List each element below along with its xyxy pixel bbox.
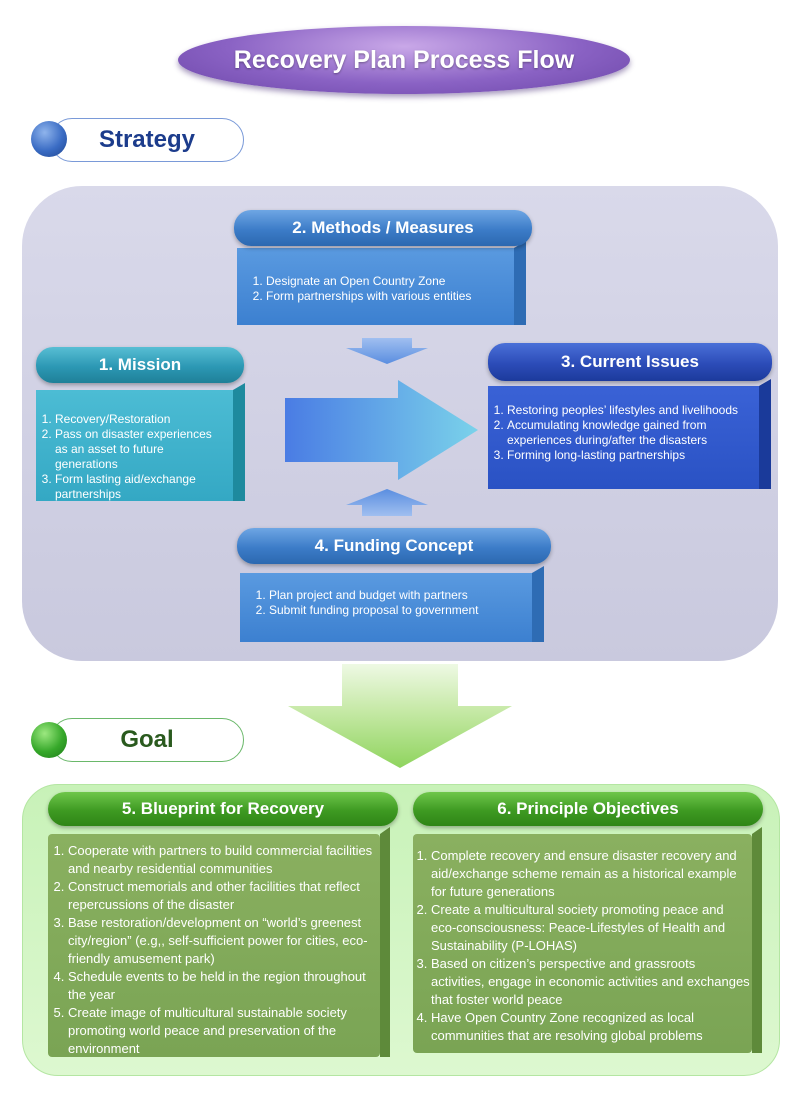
mission-heading-text: 1. Mission bbox=[98, 355, 182, 374]
blueprint-item: Base restoration/development on “world’s… bbox=[68, 914, 376, 968]
issues-heading-text: 3. Current Issues bbox=[561, 352, 699, 371]
blueprint-item: Cooperate with partners to build commerc… bbox=[68, 842, 376, 878]
methods-body: Designate an Open Country Zone Form part… bbox=[237, 248, 514, 325]
blueprint-item: Construct memorials and other facilities… bbox=[68, 878, 376, 914]
blueprint-item: Schedule events to be held in the region… bbox=[68, 968, 376, 1004]
objectives-item: Complete recovery and ensure disaster re… bbox=[431, 847, 750, 901]
transition-arrow-down-icon bbox=[288, 664, 512, 768]
goal-bullet-icon bbox=[31, 722, 67, 758]
objectives-box-side bbox=[752, 827, 762, 1053]
issues-heading: 3. Current Issues bbox=[488, 343, 772, 381]
objectives-item: Create a multicultural society promoting… bbox=[431, 901, 750, 955]
objectives-item: Based on citizen’s perspective and grass… bbox=[431, 955, 750, 1009]
goal-pill: Goal bbox=[50, 718, 244, 762]
mission-heading: 1. Mission bbox=[36, 347, 244, 383]
blueprint-item: Create image of multicultural sustainabl… bbox=[68, 1004, 376, 1058]
arrow-down-small-icon bbox=[346, 338, 428, 364]
blueprint-heading-text: 5. Blueprint for Recovery bbox=[121, 799, 325, 818]
objectives-heading: 6. Principle Objectives bbox=[413, 792, 763, 826]
title-banner: Recovery Plan Process Flow bbox=[178, 26, 630, 94]
funding-body: Plan project and budget with partners Su… bbox=[240, 573, 532, 642]
goal-label: Goal bbox=[120, 726, 174, 753]
strategy-label: Strategy bbox=[98, 126, 196, 153]
arrow-up-small-icon bbox=[346, 489, 428, 516]
mission-body: Recovery/Restoration Pass on disaster ex… bbox=[36, 390, 233, 501]
issues-item: Forming long-lasting partnerships bbox=[507, 448, 755, 463]
blueprint-box-side bbox=[380, 827, 390, 1057]
mission-box-side bbox=[233, 383, 245, 501]
funding-item: Submit funding proposal to government bbox=[269, 603, 522, 618]
funding-box-side bbox=[532, 566, 544, 642]
flow-arrow-right-icon bbox=[285, 380, 478, 480]
mission-item: Pass on disaster experiences as an asset… bbox=[55, 427, 227, 472]
funding-heading-text: 4. Funding Concept bbox=[314, 536, 474, 555]
methods-item: Designate an Open Country Zone bbox=[266, 274, 504, 289]
blueprint-body: Cooperate with partners to build commerc… bbox=[48, 834, 380, 1057]
issues-item: Restoring peoples’ lifestyles and liveli… bbox=[507, 403, 755, 418]
blueprint-heading: 5. Blueprint for Recovery bbox=[48, 792, 398, 826]
page-title: Recovery Plan Process Flow bbox=[233, 45, 575, 74]
mission-item: Recovery/Restoration bbox=[55, 412, 227, 427]
methods-heading-text: 2. Methods / Measures bbox=[292, 218, 474, 237]
methods-heading: 2. Methods / Measures bbox=[234, 210, 532, 246]
issues-body: Restoring peoples’ lifestyles and liveli… bbox=[488, 386, 759, 489]
issues-item: Accumulating knowledge gained from exper… bbox=[507, 418, 755, 448]
funding-heading: 4. Funding Concept bbox=[237, 528, 551, 564]
objectives-item: Have Open Country Zone recognized as loc… bbox=[431, 1009, 750, 1045]
objectives-body: Complete recovery and ensure disaster re… bbox=[413, 834, 752, 1053]
funding-item: Plan project and budget with partners bbox=[269, 588, 522, 603]
strategy-bullet-icon bbox=[31, 121, 67, 157]
methods-box-side bbox=[514, 241, 526, 325]
mission-item: Form lasting aid/exchange partnerships bbox=[55, 472, 227, 502]
strategy-pill: Strategy bbox=[50, 118, 244, 162]
methods-item: Form partnerships with various entities bbox=[266, 289, 504, 304]
issues-box-side bbox=[759, 379, 771, 489]
objectives-heading-text: 6. Principle Objectives bbox=[497, 799, 679, 818]
